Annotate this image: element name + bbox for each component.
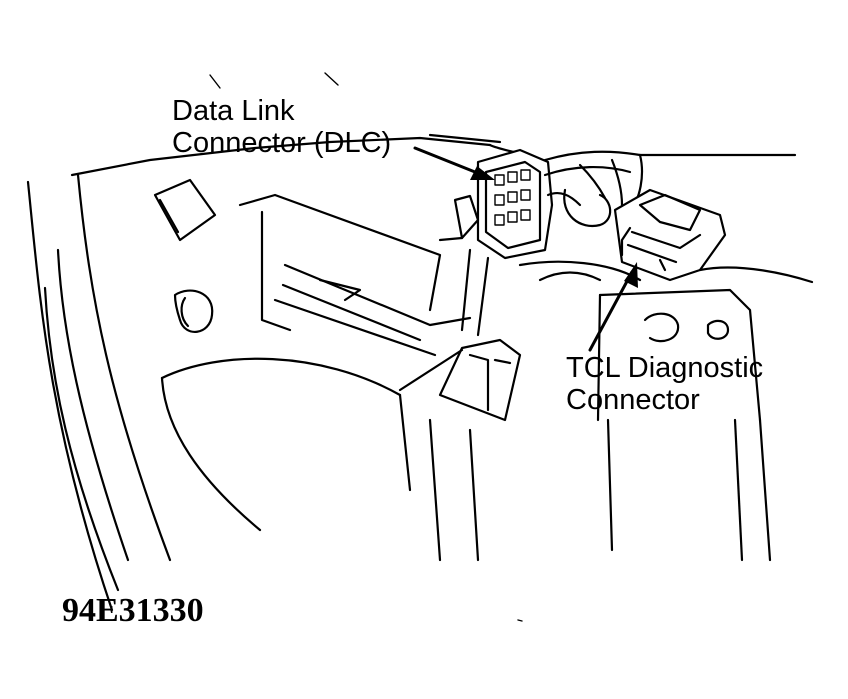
tcl-callout-label: TCL Diagnostic Connector xyxy=(566,352,763,416)
dlc-label-line1: Data Link xyxy=(172,95,295,127)
dlc-callout-label: Data Link Connector (DLC) xyxy=(172,95,391,159)
dlc-label-line2: Connector (DLC) xyxy=(172,127,392,159)
wiring-harness xyxy=(428,133,797,228)
tcl-connector-drawing xyxy=(613,188,727,282)
dlc-connector-drawing xyxy=(438,143,554,337)
dlc-pin-cavities xyxy=(494,169,531,226)
stray-mark xyxy=(517,619,523,622)
tcl-label-line1: TCL Diagnostic xyxy=(566,352,764,384)
steering-column-outline xyxy=(26,72,339,612)
tcl-label-line2: Connector xyxy=(566,384,700,416)
figure-id: 94E31330 xyxy=(62,592,204,629)
dash-panel xyxy=(70,136,492,357)
lower-panel xyxy=(160,338,522,562)
tcl-leader-arrow xyxy=(588,262,638,352)
dlc-leader-arrow xyxy=(413,146,495,180)
